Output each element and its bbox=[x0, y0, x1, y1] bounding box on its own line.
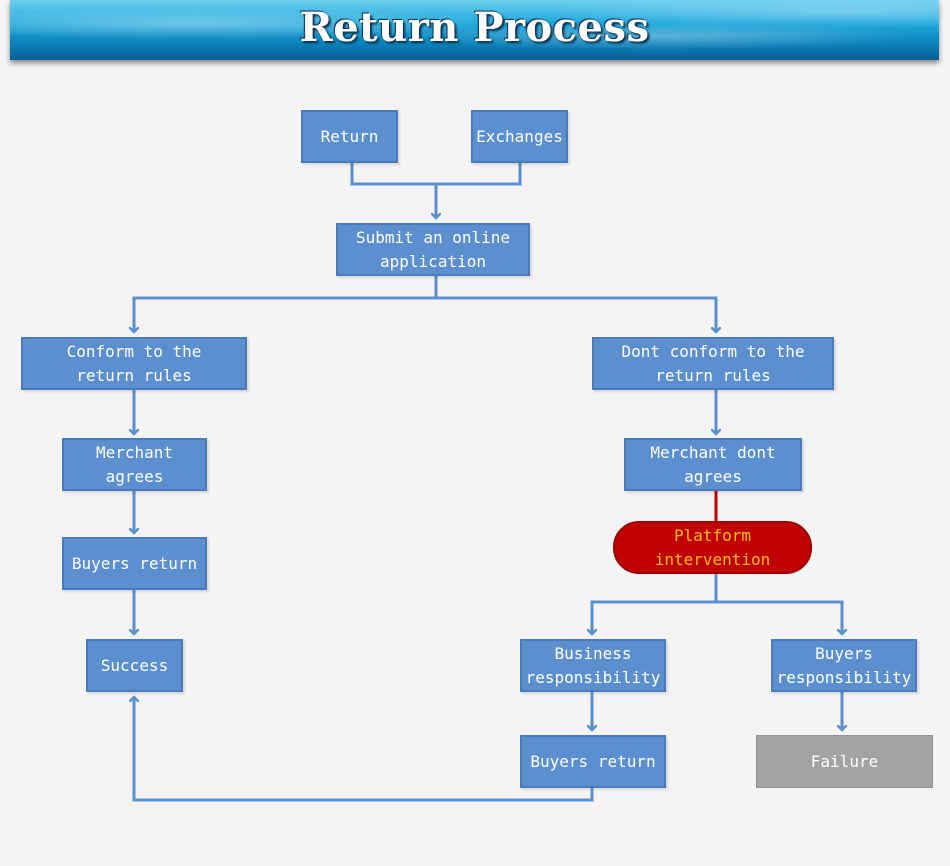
platform-intervention-node: Platform intervention bbox=[613, 521, 812, 574]
exchanges-node: Exchanges bbox=[471, 110, 568, 163]
merchant-agrees-label: Merchant agrees bbox=[95, 442, 174, 486]
return-label: Return bbox=[320, 126, 379, 146]
submit-label: Submit an online application bbox=[355, 227, 511, 271]
merchant-dont-agrees-node: Merchant dont agrees bbox=[624, 438, 802, 491]
success-node: Success bbox=[86, 639, 183, 692]
page-title: Return Process bbox=[299, 4, 650, 51]
submit-application-node: Submit an online application bbox=[336, 223, 530, 276]
header-banner: Return Process bbox=[10, 0, 939, 60]
platform-intervention-label: Platform intervention bbox=[654, 525, 771, 569]
failure-label: Failure bbox=[810, 752, 879, 771]
conform-label: Conform to the return rules bbox=[66, 341, 202, 385]
buyers-responsibility-node: Buyers responsibility bbox=[771, 639, 917, 692]
merchant-agrees-node: Merchant agrees bbox=[62, 438, 207, 491]
exchanges-label: Exchanges bbox=[476, 126, 563, 146]
connector-exchanges bbox=[436, 163, 522, 186]
buyers-return-right-node: Buyers return bbox=[520, 735, 666, 788]
buyers-responsibility-label: Buyers responsibility bbox=[776, 643, 912, 687]
success-label: Success bbox=[100, 655, 169, 675]
dont-conform-rules-node: Dont conform to the return rules bbox=[592, 337, 834, 390]
connector-return-to-success bbox=[134, 697, 594, 802]
failure-node: Failure bbox=[756, 735, 933, 788]
connector-split-right bbox=[436, 296, 716, 332]
business-responsibility-node: Business responsibility bbox=[520, 639, 666, 692]
connector-return bbox=[350, 163, 436, 186]
buyers-return-right-label: Buyers return bbox=[530, 751, 656, 771]
buyers-return-left-label: Buyers return bbox=[71, 553, 198, 573]
merchant-dont-agrees-label: Merchant dont agrees bbox=[650, 442, 776, 486]
conform-rules-node: Conform to the return rules bbox=[21, 337, 247, 390]
buyers-return-left-node: Buyers return bbox=[62, 537, 207, 590]
return-node: Return bbox=[301, 110, 398, 163]
connector-to-business bbox=[592, 600, 716, 634]
dont-conform-label: Dont conform to the return rules bbox=[621, 341, 805, 385]
business-responsibility-label: Business responsibility bbox=[525, 643, 661, 687]
connector-split-left bbox=[134, 296, 436, 332]
connector-to-buyers-resp bbox=[716, 600, 842, 634]
